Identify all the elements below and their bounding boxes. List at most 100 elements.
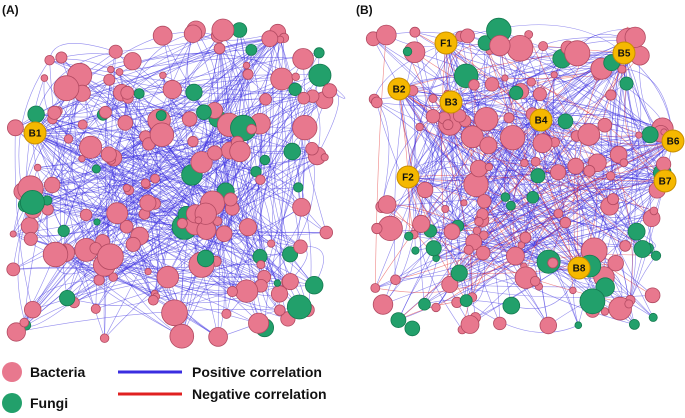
hub-nodes-panel-a: B1 [23, 121, 47, 145]
positive-edge [49, 43, 116, 61]
positive-edge [374, 42, 447, 100]
bacteria-node [181, 111, 198, 127]
bacteria-node [24, 301, 42, 319]
positive-edge [478, 200, 655, 222]
legend-fungi-label: Fungi [30, 395, 68, 411]
bacteria-node [291, 72, 300, 81]
positive-edge [270, 58, 305, 244]
positive-edge [35, 38, 270, 115]
positive-edge [14, 127, 33, 310]
positive-edge [102, 241, 288, 320]
legend: Bacteria Fungi Positive correlation Nega… [2, 362, 327, 413]
positive-edge [468, 180, 666, 251]
bacteria-node [530, 276, 541, 287]
fungi-node [425, 240, 442, 257]
fungi-node [557, 113, 574, 130]
bacteria-node [477, 194, 492, 209]
positive-edge [174, 90, 330, 313]
bacteria-node [169, 323, 195, 349]
positive-edge [34, 132, 156, 181]
bacteria-node [370, 283, 381, 293]
positive-edge [81, 158, 289, 283]
legend-fungi-swatch [2, 393, 22, 413]
fungi-node [196, 249, 215, 268]
positive-edge [375, 128, 663, 289]
fungi-node [286, 294, 312, 320]
positive-edge [128, 189, 202, 265]
bacteria-node [23, 231, 38, 246]
fungi-node [530, 168, 546, 184]
bacteria-node [292, 115, 318, 141]
positive-edge [630, 135, 640, 301]
fungi-node [27, 105, 45, 124]
bacteria-node [375, 24, 397, 46]
positive-edge [517, 140, 674, 258]
positive-edge [186, 39, 281, 215]
bacteria-node [47, 105, 62, 120]
bacteria-node [106, 202, 129, 225]
positive-edge [12, 112, 106, 235]
hub-node-label: F2 [402, 173, 414, 184]
bacteria-node [600, 307, 610, 316]
positive-edge [16, 275, 265, 333]
positive-edge [25, 279, 100, 326]
bacteria-node [256, 260, 266, 270]
bacteria-node [162, 79, 182, 100]
hub-node-label: B3 [445, 98, 458, 109]
bacteria-node [19, 317, 30, 328]
bacteria-node [207, 145, 223, 161]
bacteria-node [649, 206, 659, 216]
bacteria-node [99, 105, 112, 119]
bacteria-node [460, 125, 484, 149]
bacteria-node [506, 246, 525, 266]
positive-edge [263, 97, 304, 160]
legend-positive-label: Positive correlation [192, 364, 322, 380]
hub-node [567, 256, 591, 280]
bacteria-node [270, 285, 289, 303]
bacteria-node [553, 208, 564, 219]
bacteria-node [474, 216, 484, 227]
fungi-node [283, 142, 301, 161]
positive-edge [446, 93, 610, 207]
bacteria-node [372, 294, 394, 315]
bacteria-node [644, 287, 661, 304]
bacteria-node [499, 125, 526, 151]
positive-edge [96, 168, 182, 337]
bacteria-node [6, 119, 24, 137]
bacteria-node [297, 91, 311, 105]
bacteria-node [6, 262, 21, 277]
bacteria-node [149, 122, 175, 147]
bacteria-node [44, 176, 61, 194]
fungi-node [282, 246, 299, 263]
positive-edge [409, 178, 580, 269]
positive-edge [144, 213, 158, 294]
bacteria-node [605, 89, 617, 101]
fungi-node [196, 104, 212, 120]
bacteria-node [503, 112, 515, 124]
bacteria-node [148, 294, 159, 306]
bacteria-node [550, 71, 558, 79]
positive-edge [623, 52, 642, 163]
positive-edge [375, 101, 452, 289]
bacteria-node [44, 55, 55, 66]
bacteria-node [472, 226, 482, 235]
positive-edge [68, 78, 282, 140]
negative-edge [375, 34, 387, 289]
fungi-node [411, 246, 420, 255]
positive-edge [34, 132, 154, 301]
positive-edge [449, 123, 580, 269]
bacteria-node [501, 74, 509, 82]
bacteria-node [428, 94, 438, 104]
positive-edge [105, 112, 190, 128]
bacteria-node [226, 285, 238, 297]
positive-edge [259, 52, 320, 265]
fungi-node [505, 200, 516, 211]
positive-edge [49, 60, 105, 339]
bacteria-node [9, 230, 17, 238]
fungi-node [20, 189, 45, 215]
hub-node [661, 129, 685, 153]
bacteria-node [569, 286, 577, 295]
bacteria-node [223, 192, 238, 207]
bacteria-node [583, 164, 596, 177]
bacteria-node [443, 223, 461, 240]
